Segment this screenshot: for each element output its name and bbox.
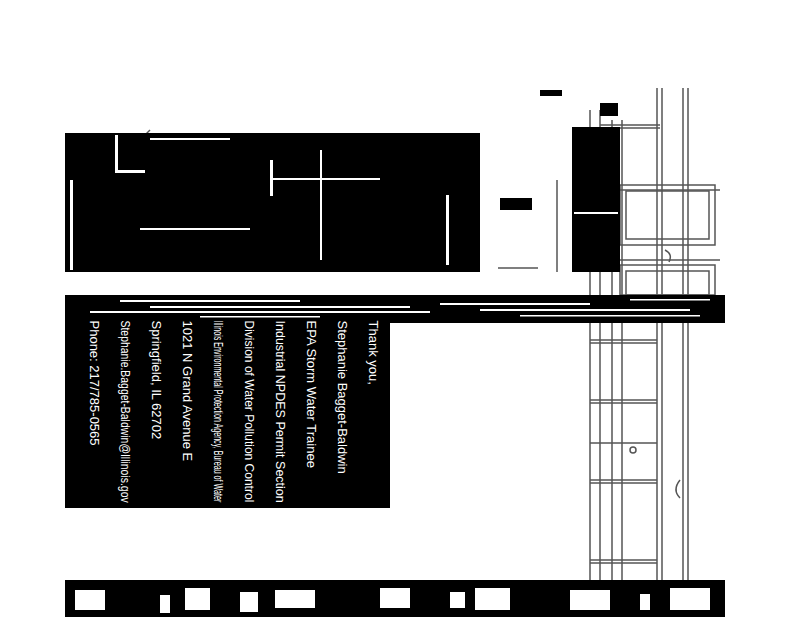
note-text: Thank you, <box>357 320 388 384</box>
note-line: 1021 N Grand Avenue E <box>171 320 202 506</box>
black-blocks <box>65 90 725 617</box>
note-line: EPA Storm Water Trainee <box>295 320 326 506</box>
note-panel: Thank you,Stephanie Bagget-BaldwinEPA St… <box>65 318 390 508</box>
rotated-note: Thank you,Stephanie Bagget-BaldwinEPA St… <box>67 320 388 506</box>
note-text: Phone: 217/785-0565 <box>78 320 109 445</box>
note-line: Division of Water Pollution Control <box>233 320 264 492</box>
note-line: Phone: 217/785-0565 <box>78 320 109 506</box>
note-line: Industrial NPDES Permit Section <box>264 320 295 499</box>
note-line: Stephanie.Bagget-Baldwin@Illinois.gov <box>109 320 140 469</box>
note-text: Springfield, IL 62702 <box>140 320 171 439</box>
note-text: Division of Water Pollution Control <box>233 320 264 502</box>
note-line: Springfield, IL 62702 <box>140 320 171 506</box>
note-line: Illinois Environmental Protection Agency… <box>202 320 233 422</box>
note-text: Illinois Environmental Protection Agency… <box>202 320 233 502</box>
note-text: Stephanie Bagget-Baldwin <box>326 320 357 473</box>
note-line: Stephanie Bagget-Baldwin <box>326 320 357 506</box>
note-line: Thank you, <box>357 320 388 506</box>
note-text: Stephanie.Bagget-Baldwin@Illinois.gov <box>109 320 140 502</box>
note-text: 1021 N Grand Avenue E <box>171 320 202 461</box>
note-text: EPA Storm Water Trainee <box>295 320 326 467</box>
note-text: Industrial NPDES Permit Section <box>264 320 295 502</box>
